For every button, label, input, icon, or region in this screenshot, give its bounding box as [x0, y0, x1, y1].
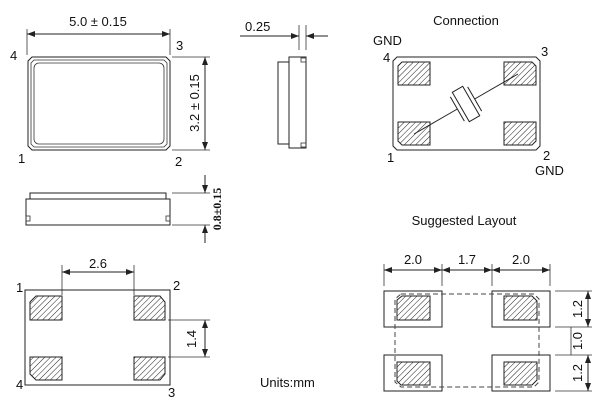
height-dim-label: 0.8±0.15	[210, 188, 224, 231]
front-view: 0.8±0.15	[25, 175, 224, 243]
pin-2-label: 2	[173, 278, 180, 293]
pad-gap-v-dim-label: 1.0	[570, 332, 585, 350]
pin-3-label: 3	[176, 38, 183, 53]
pad-dim-label: 1.4	[184, 330, 199, 348]
pin-3-label: 3	[168, 385, 175, 400]
pin-1-label: 1	[387, 150, 394, 165]
side-view: 0.25	[240, 19, 328, 149]
pitch-dim-label: 2.6	[89, 256, 107, 271]
width-dim-label: 5.0 ± 0.15	[69, 14, 127, 29]
thickness-dim-label: 0.25	[245, 19, 270, 34]
crystal-symbol	[413, 73, 519, 135]
pad-height-dim-label: 1.2	[570, 364, 585, 382]
connection-title: Connection	[433, 13, 499, 28]
suggested-layout: Suggested Layout 2.0 1.7 2.0 1.2 1.0 1.2	[383, 213, 592, 392]
units-label: Units:mm	[260, 375, 315, 390]
pin-1-label: 1	[16, 280, 23, 295]
pin-1-label: 1	[18, 151, 25, 166]
pin-2-label: 2	[175, 154, 182, 169]
connection-diagram: Connection GND 4 3 1 2 GND	[373, 13, 564, 178]
pin-4-label: 4	[383, 50, 390, 65]
pad-width-dim-label: 2.0	[404, 252, 422, 267]
height-dim-label: 3.2 ± 0.15	[187, 74, 202, 132]
pad-height-dim-label: 1.2	[570, 300, 585, 318]
gnd-bottom-label: GND	[535, 163, 564, 178]
pin-4-label: 4	[10, 48, 17, 63]
pad-gap-dim-label: 1.7	[458, 252, 476, 267]
pin-4-label: 4	[16, 377, 23, 392]
top-view: 5.0 ± 0.15 3.2 ± 0.15 1 2 3 4	[10, 14, 210, 169]
pin-2-label: 2	[543, 148, 550, 163]
bottom-view: 2.6 1.4 1 2 3 4	[16, 256, 210, 400]
layout-title: Suggested Layout	[412, 213, 517, 228]
pad-width-dim-label: 2.0	[512, 252, 530, 267]
gnd-top-label: GND	[373, 33, 402, 48]
pin-3-label: 3	[541, 44, 548, 59]
